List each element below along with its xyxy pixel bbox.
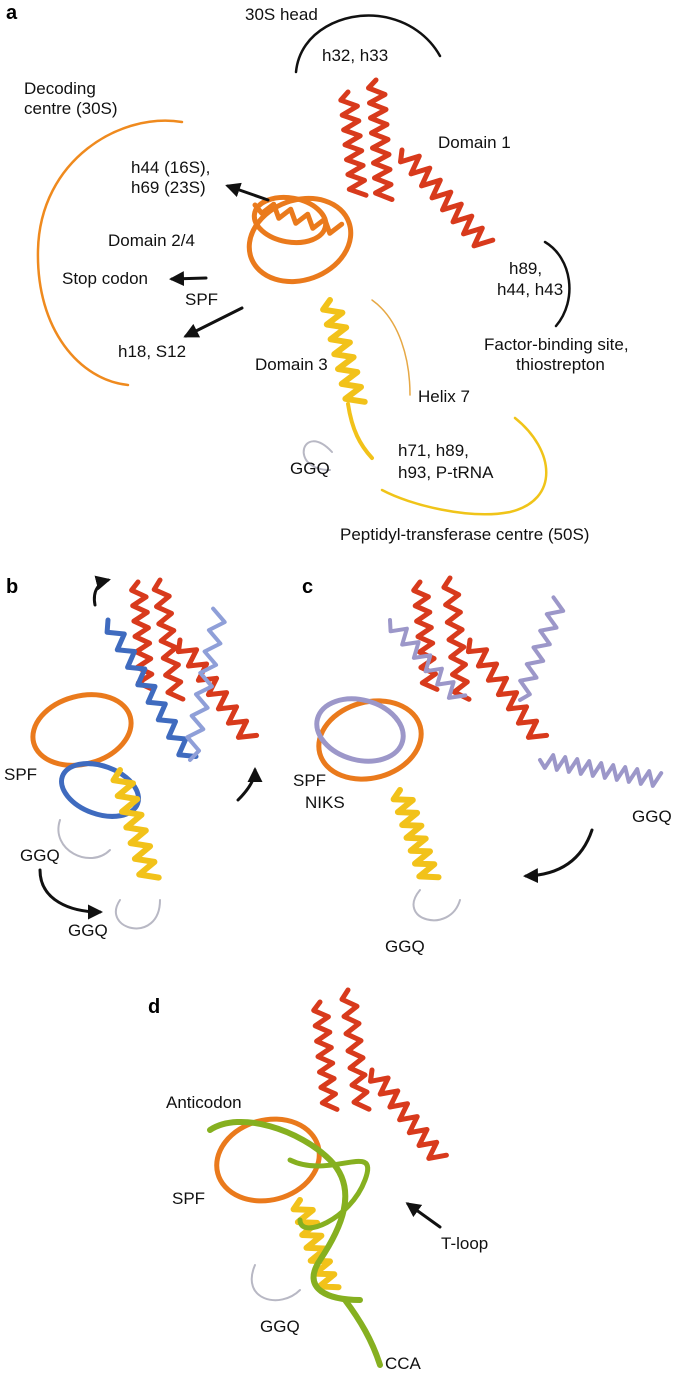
label-h44: h44 (16S), (131, 158, 211, 177)
label-ggq-c-right: GGQ (632, 807, 672, 826)
label-spf-c: SPF (293, 771, 327, 790)
label-anticodon: Anticodon (166, 1093, 242, 1112)
loop-connector-a (371, 299, 411, 396)
b-blue-sheet (59, 761, 141, 819)
label-t-loop: T-loop (441, 1234, 489, 1253)
c-domain3-helix (390, 787, 442, 881)
trna-cca (342, 1297, 383, 1368)
c-domain1-helix-2 (441, 575, 472, 702)
b-domain3-helix (110, 767, 162, 881)
label-ggq-d: GGQ (260, 1317, 300, 1336)
c-loop (412, 889, 461, 922)
domain3-helix (320, 297, 368, 405)
label-stop-codon: Stop codon (62, 269, 149, 288)
d-arrow-tloop (405, 1202, 442, 1229)
head-arc (294, 14, 442, 74)
trna-tloop (287, 1157, 371, 1231)
label-h32-h33: h32, h33 (322, 46, 389, 65)
domain3-tail (346, 402, 374, 460)
panel-letter-a: a (6, 2, 18, 24)
label-decoding-2: centre (30S) (24, 99, 118, 118)
domain1-helix-1 (338, 89, 369, 198)
c-lavender-sheet (314, 696, 406, 764)
b-loop-1 (57, 819, 111, 860)
label-factor-2: thiostrepton (516, 355, 605, 374)
domain1-helix-2 (366, 77, 395, 202)
b-arrow-ggq (38, 868, 103, 920)
label-cca: CCA (385, 1354, 421, 1373)
c-domain1-helix-1 (411, 579, 440, 692)
label-niks: NIKS (305, 793, 345, 812)
ptc-arc (380, 416, 548, 516)
c-lavender-helix-long (538, 753, 664, 788)
d-domain1-helix-1 (311, 999, 340, 1112)
factor-arc (543, 240, 571, 328)
d-domain1-helix-2 (339, 987, 372, 1112)
label-decoding-1: Decoding (24, 79, 96, 98)
b-blue-helix-1 (104, 617, 199, 759)
label-ggq-a: GGQ (290, 459, 330, 478)
panel-letter-d: d (148, 996, 161, 1018)
label-domain-1: Domain 1 (438, 133, 511, 152)
label-h89: h89, (509, 259, 543, 278)
ggq-loop-a (302, 440, 333, 471)
label-factor-1: Factor-binding site, (484, 335, 629, 354)
label-ggq-c-bottom: GGQ (385, 937, 425, 956)
decoding-arc (36, 119, 184, 387)
c-lavender-helix-2 (518, 595, 566, 702)
panel-letter-c: c (302, 576, 314, 598)
b-blue-helix-2 (185, 606, 227, 762)
label-h18-s12: h18, S12 (118, 342, 187, 361)
trna-body (207, 1119, 363, 1303)
c-arrow-rotation (523, 828, 594, 884)
b-arrow-top (92, 575, 111, 607)
label-domain-2-4: Domain 2/4 (108, 231, 195, 250)
label-30s-head: 30S head (245, 5, 318, 24)
b-domain1-helix-3 (175, 637, 260, 740)
b-domain1-helix-1 (129, 579, 156, 692)
d-domain1-helix-3 (368, 1067, 449, 1161)
b-loop-2 (115, 899, 161, 930)
label-h71-h89: h71, h89, (398, 441, 469, 460)
label-h44-h43: h44, h43 (497, 280, 564, 299)
label-helix-7: Helix 7 (418, 387, 470, 406)
arrow-stop-codon (169, 271, 208, 287)
label-domain-3: Domain 3 (255, 355, 328, 374)
arrow-h44 (225, 182, 270, 202)
label-ptc: Peptidyl-transferase centre (50S) (340, 525, 590, 544)
c-domain1-helix-3 (465, 637, 550, 740)
label-h69: h69 (23S) (131, 178, 206, 197)
panel-letter-b: b (6, 576, 19, 598)
label-spf-d: SPF (172, 1189, 206, 1208)
label-spf-a: SPF (185, 290, 219, 309)
c-domain24-sheet (316, 698, 424, 782)
b-arrow-right (236, 767, 263, 802)
d-loop (250, 1264, 301, 1302)
c-lavender-helix-1 (388, 618, 468, 700)
label-ggq-b-top: GGQ (20, 846, 60, 865)
d-domain3-helix (290, 1197, 342, 1291)
arrow-h18 (183, 306, 244, 338)
label-ggq-b-bottom: GGQ (68, 921, 108, 940)
b-domain1-helix-2 (151, 577, 186, 702)
label-h93-ptrna: h93, P-tRNA (398, 463, 494, 482)
domain24-strand (252, 201, 345, 236)
domain24-sheet-1 (246, 195, 354, 285)
label-spf-b: SPF (4, 765, 38, 784)
domain1-helix-3 (398, 147, 496, 249)
